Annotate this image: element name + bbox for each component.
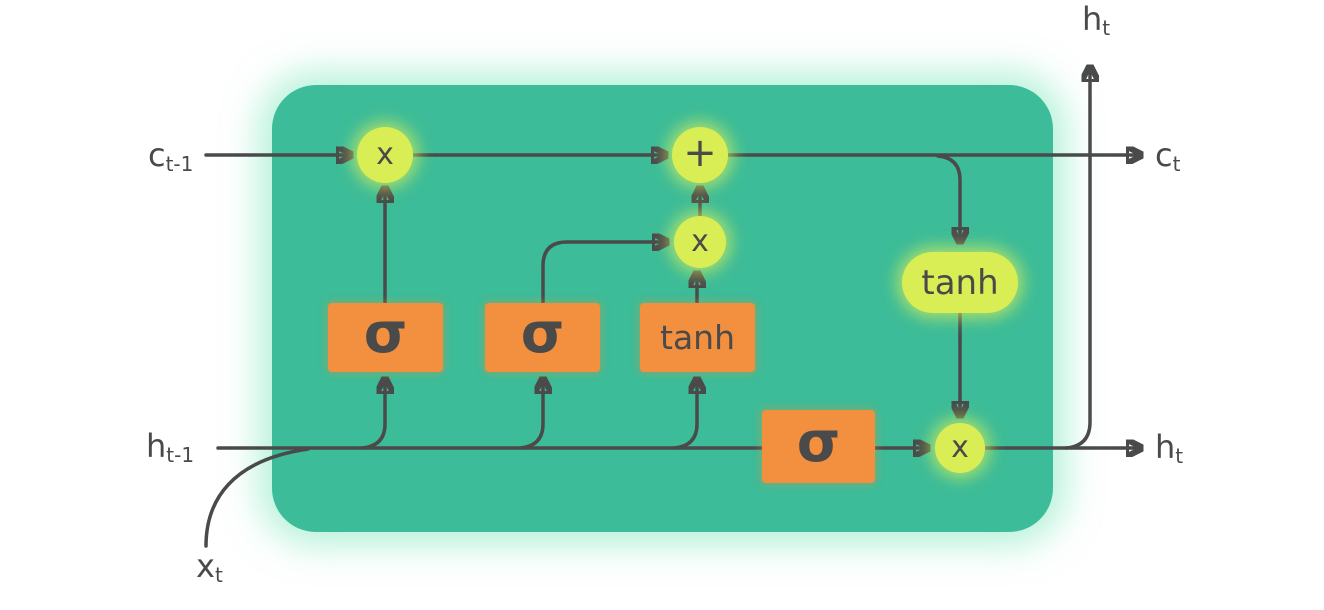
label-h-out-top: ht [1082, 0, 1110, 40]
gate-input-sigma-label: σ [520, 301, 565, 366]
op-cell-add: + [672, 127, 728, 183]
op-forget-multiply: x [357, 127, 413, 183]
wire-inputgate-to-inputmul [541, 242, 666, 304]
op-output-multiply: x [935, 423, 985, 473]
op-input-multiply-label: x [691, 224, 709, 259]
label-c-next: ct [1155, 136, 1180, 176]
label-x-input: xt [196, 547, 223, 587]
wire-x-in [204, 447, 310, 548]
label-c-next-base: c [1155, 136, 1173, 174]
label-h-out-top-sub: t [1102, 16, 1111, 40]
label-h-out-right-sub: t [1175, 444, 1184, 468]
wire-c-to-tanh [936, 154, 960, 241]
gate-candidate-tanh-label: tanh [660, 318, 735, 357]
label-x-input-sub: t [214, 563, 223, 587]
op-output-tanh: tanh [902, 252, 1018, 313]
op-output-tanh-label: tanh [921, 262, 999, 303]
label-h-out-right: ht [1155, 428, 1183, 468]
label-h-prev-base: h [146, 427, 167, 465]
gate-input-sigma: σ [485, 301, 600, 372]
op-cell-add-label: + [683, 130, 717, 176]
label-c-prev-sub: t-1 [165, 152, 194, 176]
wire-h-branch-input [518, 380, 543, 450]
gate-output-sigma-label: σ [796, 410, 841, 475]
wire-h-branch-forget [360, 380, 385, 450]
gate-forget-sigma-label: σ [363, 301, 408, 366]
wire-h-branch-candidate [672, 380, 697, 450]
label-h-prev-sub: t-1 [166, 443, 195, 467]
label-c-prev-base: c [148, 136, 166, 174]
wire-h-up [1064, 68, 1090, 450]
label-c-next-sub: t [1172, 152, 1181, 176]
op-forget-multiply-label: x [376, 137, 394, 172]
gate-forget-sigma: σ [328, 301, 443, 372]
label-h-out-top-base: h [1082, 0, 1103, 38]
gate-output-sigma: σ [762, 410, 875, 483]
label-h-out-right-base: h [1155, 428, 1176, 466]
label-h-prev: ht-1 [146, 427, 194, 467]
op-input-multiply: x [674, 216, 726, 268]
label-c-prev: ct-1 [148, 136, 193, 176]
op-output-multiply-label: x [951, 430, 969, 465]
gate-candidate-tanh: tanh [640, 303, 755, 372]
label-x-input-base: x [196, 547, 215, 585]
